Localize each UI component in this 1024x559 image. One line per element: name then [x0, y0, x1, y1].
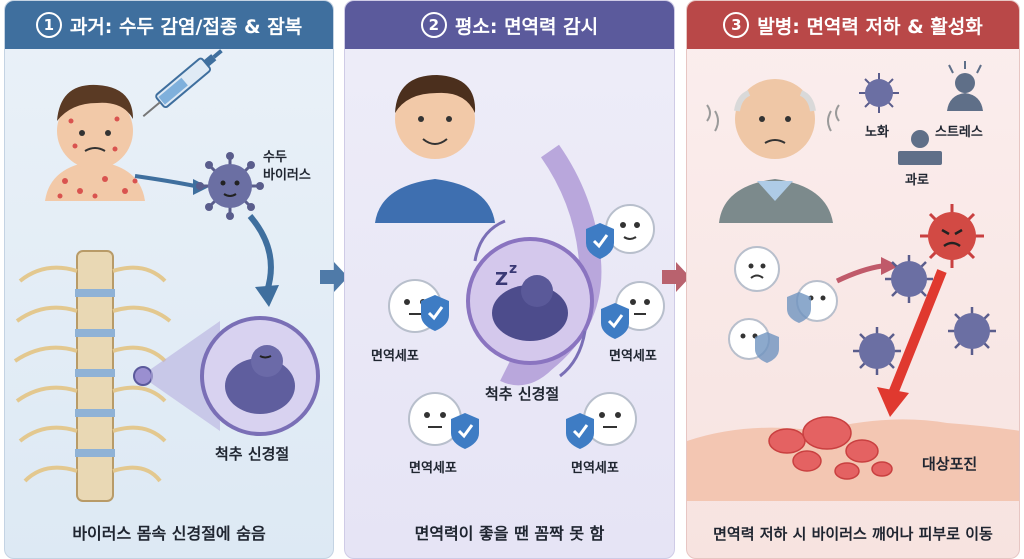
shield-icon: [566, 413, 594, 449]
step-number-3: 3: [723, 12, 750, 38]
panel-past-title: 과거: 수두 감염/접종 & 잠복: [69, 15, 303, 38]
shield-icon: [421, 295, 449, 331]
shield-icon: [755, 332, 779, 363]
step-number-1: 1: [35, 12, 62, 38]
ganglion-icon: Z z: [466, 237, 594, 365]
sick-child-icon: [45, 84, 145, 201]
immune-cell-icon: [734, 246, 780, 292]
immune-cell-icon: [605, 204, 655, 254]
panel-onset: 3 발병: 면역력 저하 & 활성화: [686, 0, 1020, 559]
tired-person-icon: [706, 79, 840, 223]
immune-cell-icon: [408, 392, 462, 446]
shield-icon: [451, 413, 479, 449]
svg-text:z: z: [509, 261, 517, 277]
panel-past-caption: 바이러스 몸속 신경절에 숨음: [72, 524, 266, 543]
stress-label: 스트레스: [935, 125, 983, 140]
ganglion-label: 척추 신경절: [215, 445, 290, 463]
panel-normal-header: 2 평소: 면역력 감시: [345, 1, 674, 49]
panel-past: 1 과거: 수두 감염/접종 & 잠복: [4, 0, 334, 559]
shield-icon: [586, 223, 614, 259]
virus-icon: [853, 327, 901, 375]
ganglion-label: 척추 신경절: [485, 385, 560, 403]
spine-icon: [13, 250, 172, 502]
angry-virus-icon: [920, 204, 984, 268]
virus-icon: [948, 307, 996, 355]
panel-onset-header: 3 발병: 면역력 저하 & 활성화: [687, 1, 1019, 49]
overwork-person-icon: [898, 130, 942, 165]
panel-normal-title: 평소: 면역력 감시: [454, 15, 599, 38]
flow-arrow-1: [320, 262, 348, 292]
panel-normal-caption: 면역력이 좋을 땐 꼼짝 못 함: [414, 524, 605, 543]
step-number-2: 2: [420, 12, 447, 38]
blister-icon: [768, 416, 893, 480]
immune-cell-label-3: 면역세포: [409, 461, 457, 476]
virus-icon: [196, 152, 264, 220]
shield-icon: [787, 292, 811, 323]
shield-icon: [601, 303, 629, 339]
svg-text:Z: Z: [495, 269, 508, 290]
healthy-person-icon: [375, 75, 495, 223]
panel-normal-illustration: Z z: [375, 75, 665, 449]
flow-arrow-2: [662, 262, 690, 292]
virus-icon: [859, 73, 899, 113]
aging-label: 노화: [865, 125, 889, 140]
immune-cell-label-4: 면역세포: [571, 461, 619, 476]
rash-label: 대상포진: [922, 455, 978, 473]
panel-onset-caption: 면역력 저하 시 바이러스 깨어나 피부로 이동: [713, 525, 993, 543]
panel-past-illustration: [13, 49, 320, 502]
panel-onset-title: 발병: 면역력 저하 & 활성화: [757, 15, 983, 38]
virus-label: 수두 바이러스: [263, 150, 311, 183]
stress-person-icon: [947, 61, 983, 111]
virus-icon: [885, 255, 933, 303]
immune-cell-label-2: 면역세포: [609, 349, 657, 364]
panel-past-header: 1 과거: 수두 감염/접종 & 잠복: [5, 1, 333, 49]
panel-normal: 2 평소: 면역력 감시 Z z: [344, 0, 675, 559]
syringe-icon: [142, 49, 223, 118]
overwork-label: 과로: [905, 173, 929, 188]
panel-onset-illustration: [687, 61, 1019, 501]
immune-cell-label-1: 면역세포: [371, 349, 419, 364]
ganglion-icon: [200, 316, 320, 436]
